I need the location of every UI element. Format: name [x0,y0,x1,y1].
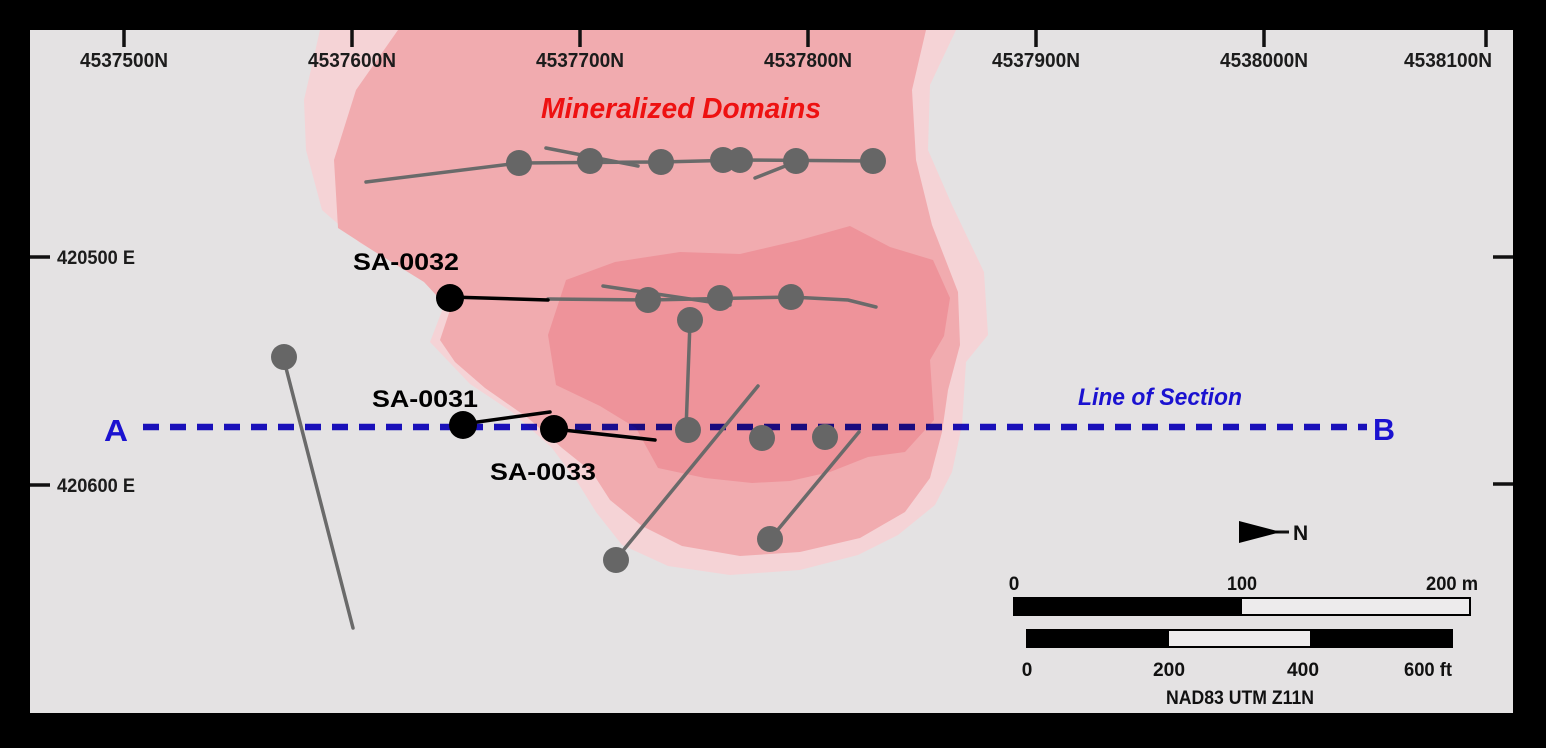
scale-ft-tick-200: 200 [1153,660,1185,681]
scale-bar-meters-fill [1014,598,1242,615]
northing-label: 4538000N [1220,50,1308,72]
northing-label: 4537900N [992,50,1080,72]
scale-bar-feet-fill-left [1027,630,1169,647]
easting-label: 420600 E [57,476,135,497]
drill-collar [749,425,775,451]
drill-collar [812,424,838,450]
northing-label: 4538100N [1404,50,1492,72]
scale-ft-tick-600: 600 ft [1404,660,1453,681]
drill-collar [635,287,661,313]
drill-collar [603,547,629,573]
northing-label: 4537600N [308,50,396,72]
drill-trace [546,297,650,302]
map-title: Mineralized Domains [541,93,821,125]
north-arrow: N [1239,521,1308,545]
drill-collar [677,307,703,333]
drill-traces-black [448,295,657,442]
drill-collar [648,149,674,175]
drill-trace [364,161,521,184]
drillhole-label-sa0031: SA-0031 [372,386,478,413]
datum-label: NAD83 UTM Z11N [1166,688,1314,709]
drill-collar [778,284,804,310]
section-start-label: A [104,413,128,448]
northing-label: 4537800N [764,50,852,72]
drill-trace [284,366,355,630]
drill-collar-sa0033 [540,415,568,443]
scale-m-tick-100: 100 [1227,574,1257,595]
scale-bar-feet: 0 200 400 600 ft [1022,629,1453,681]
top-axis-labels: 4537500N 4537600N 4537700N 4537800N 4537… [80,50,1492,72]
drill-trace-sa0033 [552,427,657,442]
drill-trace [769,430,861,540]
scale-ft-tick-400: 400 [1287,660,1319,681]
drill-collars-gray [271,147,886,573]
section-end-label: B [1373,412,1395,447]
drill-collar [783,148,809,174]
axis-ticks [30,30,1513,487]
drill-collar-sa0031 [449,411,477,439]
drill-trace-sa0031 [461,410,552,426]
northing-label: 4537500N [80,50,168,72]
drill-collar [860,148,886,174]
drillhole-label-sa0033: SA-0033 [490,459,596,486]
northing-label: 4537700N [536,50,624,72]
drill-collar [271,344,297,370]
drill-collar [707,285,733,311]
drill-collar [675,417,701,443]
drill-trace [619,384,760,555]
line-of-section-label: Line of Section [1078,384,1242,411]
drill-collar [727,147,753,173]
drill-collar [577,148,603,174]
north-label: N [1293,522,1308,545]
scale-bar-meters: 0 100 200 m [1009,574,1478,616]
drill-collar [757,526,783,552]
scale-bar-feet-fill-right [1310,630,1452,647]
scale-m-tick-200: 200 m [1426,574,1478,595]
scale-m-tick-0: 0 [1009,574,1020,595]
easting-label: 420500 E [57,248,135,269]
drill-trace-sa0032 [448,295,550,302]
north-arrow-icon [1239,521,1281,543]
left-axis-labels: 420500 E 420600 E [57,248,135,497]
drill-collars-black [436,284,568,443]
scale-ft-tick-0: 0 [1022,660,1033,681]
drill-collar-sa0032 [436,284,464,312]
drill-trace [684,320,692,432]
drillhole-label-sa0032: SA-0032 [353,249,459,276]
drill-collar [506,150,532,176]
